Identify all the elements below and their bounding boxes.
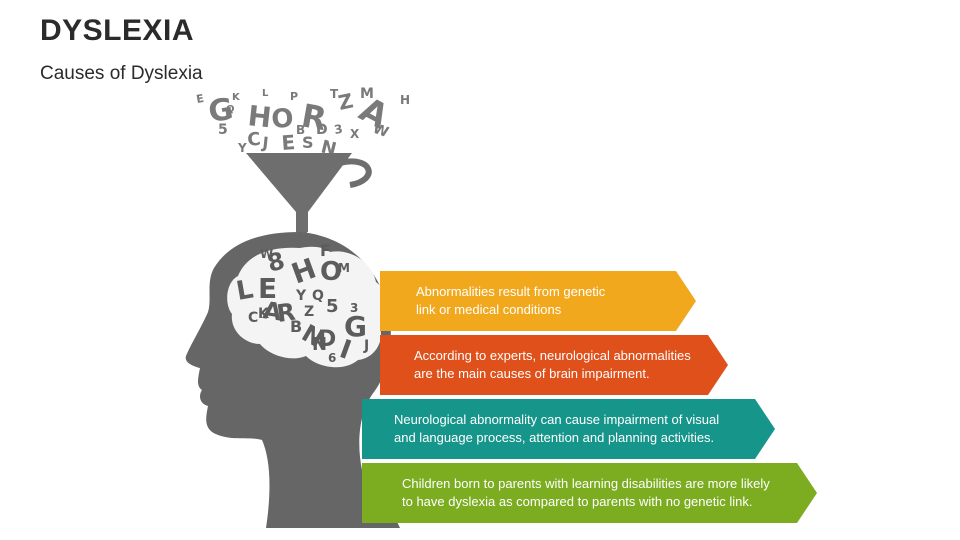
decorative-letter: 3 [333, 122, 344, 137]
decorative-letter: N [312, 334, 327, 355]
decorative-letter: Z [336, 88, 355, 114]
arrow-shape [362, 463, 817, 523]
decorative-letter: M [338, 261, 350, 275]
cause-1-line-1: Abnormalities result from genetic [416, 284, 606, 299]
decorative-letter: D [316, 122, 328, 138]
cause-text-2: According to experts, neurological abnor… [414, 347, 691, 383]
decorative-letter: A [261, 296, 284, 326]
decorative-letter: O [270, 104, 294, 135]
cause-text-4: Children born to parents with learning d… [402, 475, 770, 511]
decorative-letter: B [290, 317, 302, 336]
decorative-letter: 3 [350, 301, 358, 315]
cause-2-line-2: are the main causes of brain impairment. [414, 366, 650, 381]
decorative-letter: G [206, 92, 235, 130]
cause-text-1: Abnormalities result from genetic link o… [416, 283, 605, 319]
decorative-letter: W [260, 247, 273, 261]
decorative-letter: L [234, 274, 256, 306]
cause-arrow-2: According to experts, neurological abnor… [380, 335, 728, 395]
decorative-letter: S [302, 133, 314, 152]
decorative-letter: E [281, 130, 296, 155]
decorative-letter: H [246, 99, 273, 134]
decorative-letter: 5 [326, 296, 339, 317]
decorative-letter: X [350, 127, 360, 141]
decorative-letter: C [246, 129, 261, 151]
cause-3-line-2: and language process, attention and plan… [394, 430, 715, 445]
decorative-letter: M [360, 86, 374, 102]
arrow-shape [362, 399, 775, 459]
arrow-shape [380, 271, 696, 331]
decorative-letter: G [344, 310, 367, 343]
cause-arrow-3: Neurological abnormality can cause impai… [362, 399, 775, 459]
decorative-letter: T [330, 87, 339, 101]
decorative-letter: E [195, 92, 205, 106]
cause-3-line-1: Neurological abnormality can cause impai… [394, 412, 720, 427]
decorative-letter: K [258, 306, 270, 322]
cause-arrow-1: Abnormalities result from genetic link o… [380, 271, 696, 331]
arrow-shape [380, 335, 728, 395]
decorative-letter: C [248, 310, 258, 326]
brain-shape [227, 246, 388, 368]
decorative-letter: Q [226, 104, 235, 115]
cause-arrow-4: Children born to parents with learning d… [362, 463, 817, 523]
page-title: DYSLEXIA [40, 14, 195, 47]
decorative-letter: Y [295, 288, 307, 304]
decorative-letter: P [290, 90, 298, 103]
decorative-letter: J [261, 133, 270, 153]
decorative-letter: R [275, 298, 297, 328]
decorative-letter: H [400, 93, 410, 107]
decorative-letter: Y [237, 141, 247, 155]
cause-text-3: Neurological abnormality can cause impai… [394, 411, 719, 447]
decorative-letter: L [262, 88, 269, 99]
decorative-letter: Z [304, 304, 314, 320]
page-subtitle: Causes of Dyslexia [40, 63, 203, 84]
cause-4-line-2: to have dyslexia as compared to parents … [402, 494, 753, 509]
decorative-letter: B [296, 123, 305, 137]
decorative-letter: W [371, 121, 391, 141]
decorative-letter: F [320, 241, 331, 260]
decorative-letter: 6 [328, 351, 336, 365]
cause-1-line-2: link or medical conditions [416, 302, 562, 317]
cause-2-line-1: According to experts, neurological abnor… [414, 348, 691, 363]
decorative-letter: Q [312, 288, 324, 304]
decorative-letter: O [320, 257, 342, 287]
decorative-letter: J [363, 338, 369, 354]
decorative-letter: E [258, 272, 277, 305]
decorative-letter: 5 [218, 122, 228, 138]
cause-4-line-1: Children born to parents with learning d… [402, 476, 770, 491]
decorative-letter: 8 [264, 246, 287, 277]
decorative-letter: D [318, 327, 336, 352]
decorative-letter: K [232, 92, 241, 103]
